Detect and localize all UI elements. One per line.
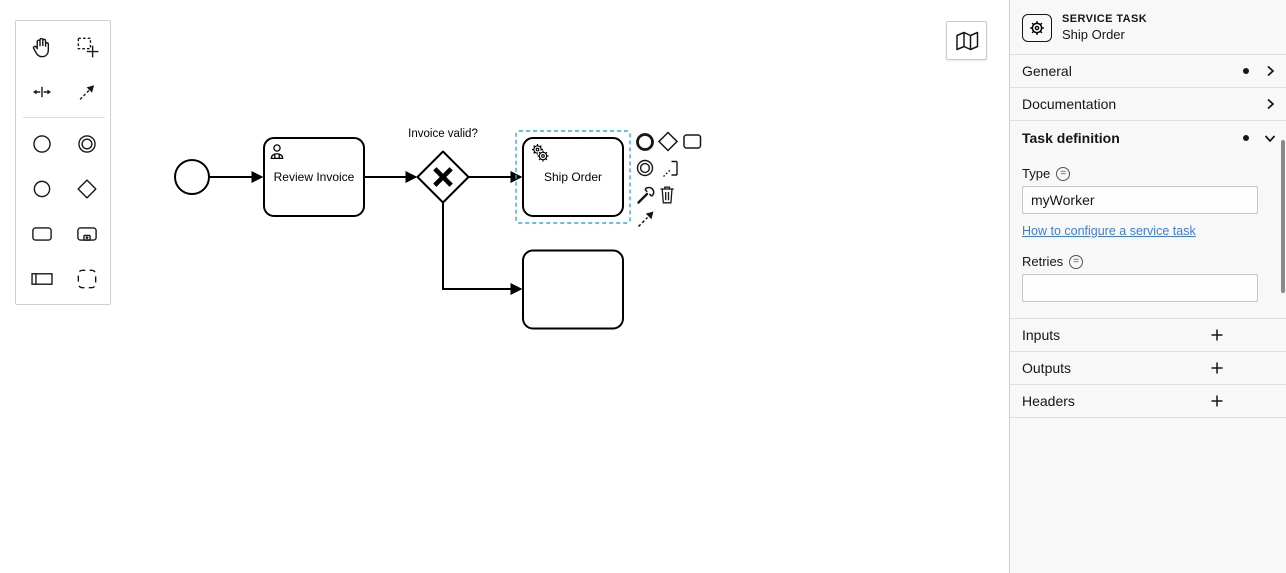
participant-icon — [30, 272, 53, 285]
map-icon — [955, 31, 978, 50]
xor-marker — [433, 167, 453, 187]
add-output-button[interactable] — [1206, 357, 1228, 379]
user-task-review-invoice[interactable]: Review Invoice — [263, 137, 365, 217]
task-label: Ship Order — [544, 170, 602, 184]
chevron-right-icon — [1267, 98, 1275, 110]
sequence-flow[interactable] — [442, 203, 523, 295]
hand-tool-icon — [32, 37, 49, 57]
panel-header: SERVICE TASK Ship Order — [1010, 0, 1286, 55]
type-field-label: Type = — [1022, 166, 1258, 181]
feel-icon[interactable]: = — [1056, 166, 1071, 181]
bpmn-diagram[interactable]: Review Invoice Invoice valid? Ship Order — [0, 0, 1009, 573]
group-documentation-label: Documentation — [1022, 96, 1117, 112]
group-outputs[interactable]: Outputs — [1010, 352, 1286, 385]
start-event-icon — [32, 134, 51, 153]
user-icon — [270, 144, 284, 160]
exclusive-gateway-invoice-valid[interactable]: Invoice valid? — [408, 128, 478, 204]
palette — [15, 20, 111, 305]
connect-arrow-icon[interactable] — [637, 211, 654, 228]
service-task-ship-order[interactable]: Ship Order — [515, 130, 631, 224]
palette-create-subprocess[interactable] — [64, 211, 109, 256]
task-icon — [31, 226, 52, 241]
group-outputs-label: Outputs — [1022, 360, 1072, 376]
plus-icon — [1211, 362, 1223, 374]
chevron-right-icon — [1267, 65, 1275, 77]
group-headers-label: Headers — [1022, 393, 1075, 409]
change-type-wrench-icon[interactable] — [637, 186, 655, 204]
modeler-canvas[interactable]: Review Invoice Invoice valid? Ship Order — [0, 0, 1009, 573]
group-task-definition-label: Task definition — [1022, 129, 1120, 146]
element-type-label: SERVICE TASK — [1062, 13, 1148, 25]
properties-panel: SERVICE TASK Ship Order General Document… — [1009, 0, 1286, 573]
task-definition-section: Type = How to configure a service task R… — [1010, 154, 1286, 319]
add-input-button[interactable] — [1206, 324, 1228, 346]
chevron-down-icon — [1264, 134, 1276, 142]
task-label: Review Invoice — [274, 170, 355, 184]
gateway-label: Invoice valid? — [408, 128, 478, 140]
group-general[interactable]: General — [1010, 55, 1286, 88]
type-input[interactable] — [1022, 186, 1258, 214]
group-general-label: General — [1022, 63, 1072, 79]
scrollbar-thumb[interactable] — [1281, 140, 1285, 293]
palette-create-intermediate-event[interactable] — [64, 121, 109, 166]
space-tool-icon — [32, 86, 51, 97]
append-intermediate-event-icon[interactable] — [636, 159, 654, 177]
palette-separator — [23, 117, 105, 118]
delete-trash-icon[interactable] — [660, 186, 674, 204]
modified-dot — [1243, 68, 1249, 74]
palette-create-start-event[interactable] — [19, 121, 64, 166]
configure-service-task-link[interactable]: How to configure a service task — [1022, 224, 1196, 238]
element-name-label: Ship Order — [1062, 27, 1125, 42]
palette-create-task[interactable] — [19, 211, 64, 256]
group-inputs-label: Inputs — [1022, 327, 1061, 343]
lasso-tool-icon — [77, 37, 98, 57]
context-pad — [636, 131, 702, 228]
palette-hand-tool[interactable] — [19, 24, 64, 69]
group-headers[interactable]: Headers — [1010, 385, 1286, 418]
start-event[interactable] — [174, 159, 210, 195]
selection-outline — [515, 130, 631, 224]
plus-icon — [1211, 395, 1223, 407]
retries-field-label: Retries = — [1022, 254, 1258, 269]
minimap-toggle-button[interactable] — [946, 21, 987, 60]
group-icon — [77, 269, 96, 288]
group-inputs[interactable]: Inputs — [1010, 319, 1286, 352]
subprocess-icon — [76, 226, 97, 241]
add-header-button[interactable] — [1206, 390, 1228, 412]
service-task-icon — [1022, 13, 1052, 42]
append-end-event-icon[interactable] — [636, 133, 654, 151]
append-task-icon[interactable] — [683, 134, 702, 149]
palette-global-connect-tool[interactable] — [64, 69, 109, 114]
group-task-definition[interactable]: Task definition — [1010, 121, 1286, 154]
feel-icon[interactable]: = — [1069, 254, 1084, 269]
palette-space-tool[interactable] — [19, 69, 64, 114]
task-empty[interactable] — [522, 249, 624, 330]
append-text-annotation-icon[interactable] — [663, 160, 678, 178]
palette-create-end-event[interactable] — [19, 166, 64, 211]
palette-create-group[interactable] — [64, 256, 109, 301]
palette-lasso-tool[interactable] — [64, 24, 109, 69]
palette-create-participant[interactable] — [19, 256, 64, 301]
end-event-icon — [33, 180, 50, 197]
append-gateway-icon[interactable] — [657, 131, 679, 152]
modified-dot — [1243, 134, 1249, 141]
gateway-icon — [76, 178, 97, 199]
intermediate-event-icon — [77, 134, 96, 153]
global-connect-tool-icon — [79, 84, 94, 100]
palette-create-gateway[interactable] — [64, 166, 109, 211]
group-documentation[interactable]: Documentation — [1010, 88, 1286, 121]
plus-icon — [1211, 329, 1223, 341]
retries-input[interactable] — [1022, 274, 1258, 302]
